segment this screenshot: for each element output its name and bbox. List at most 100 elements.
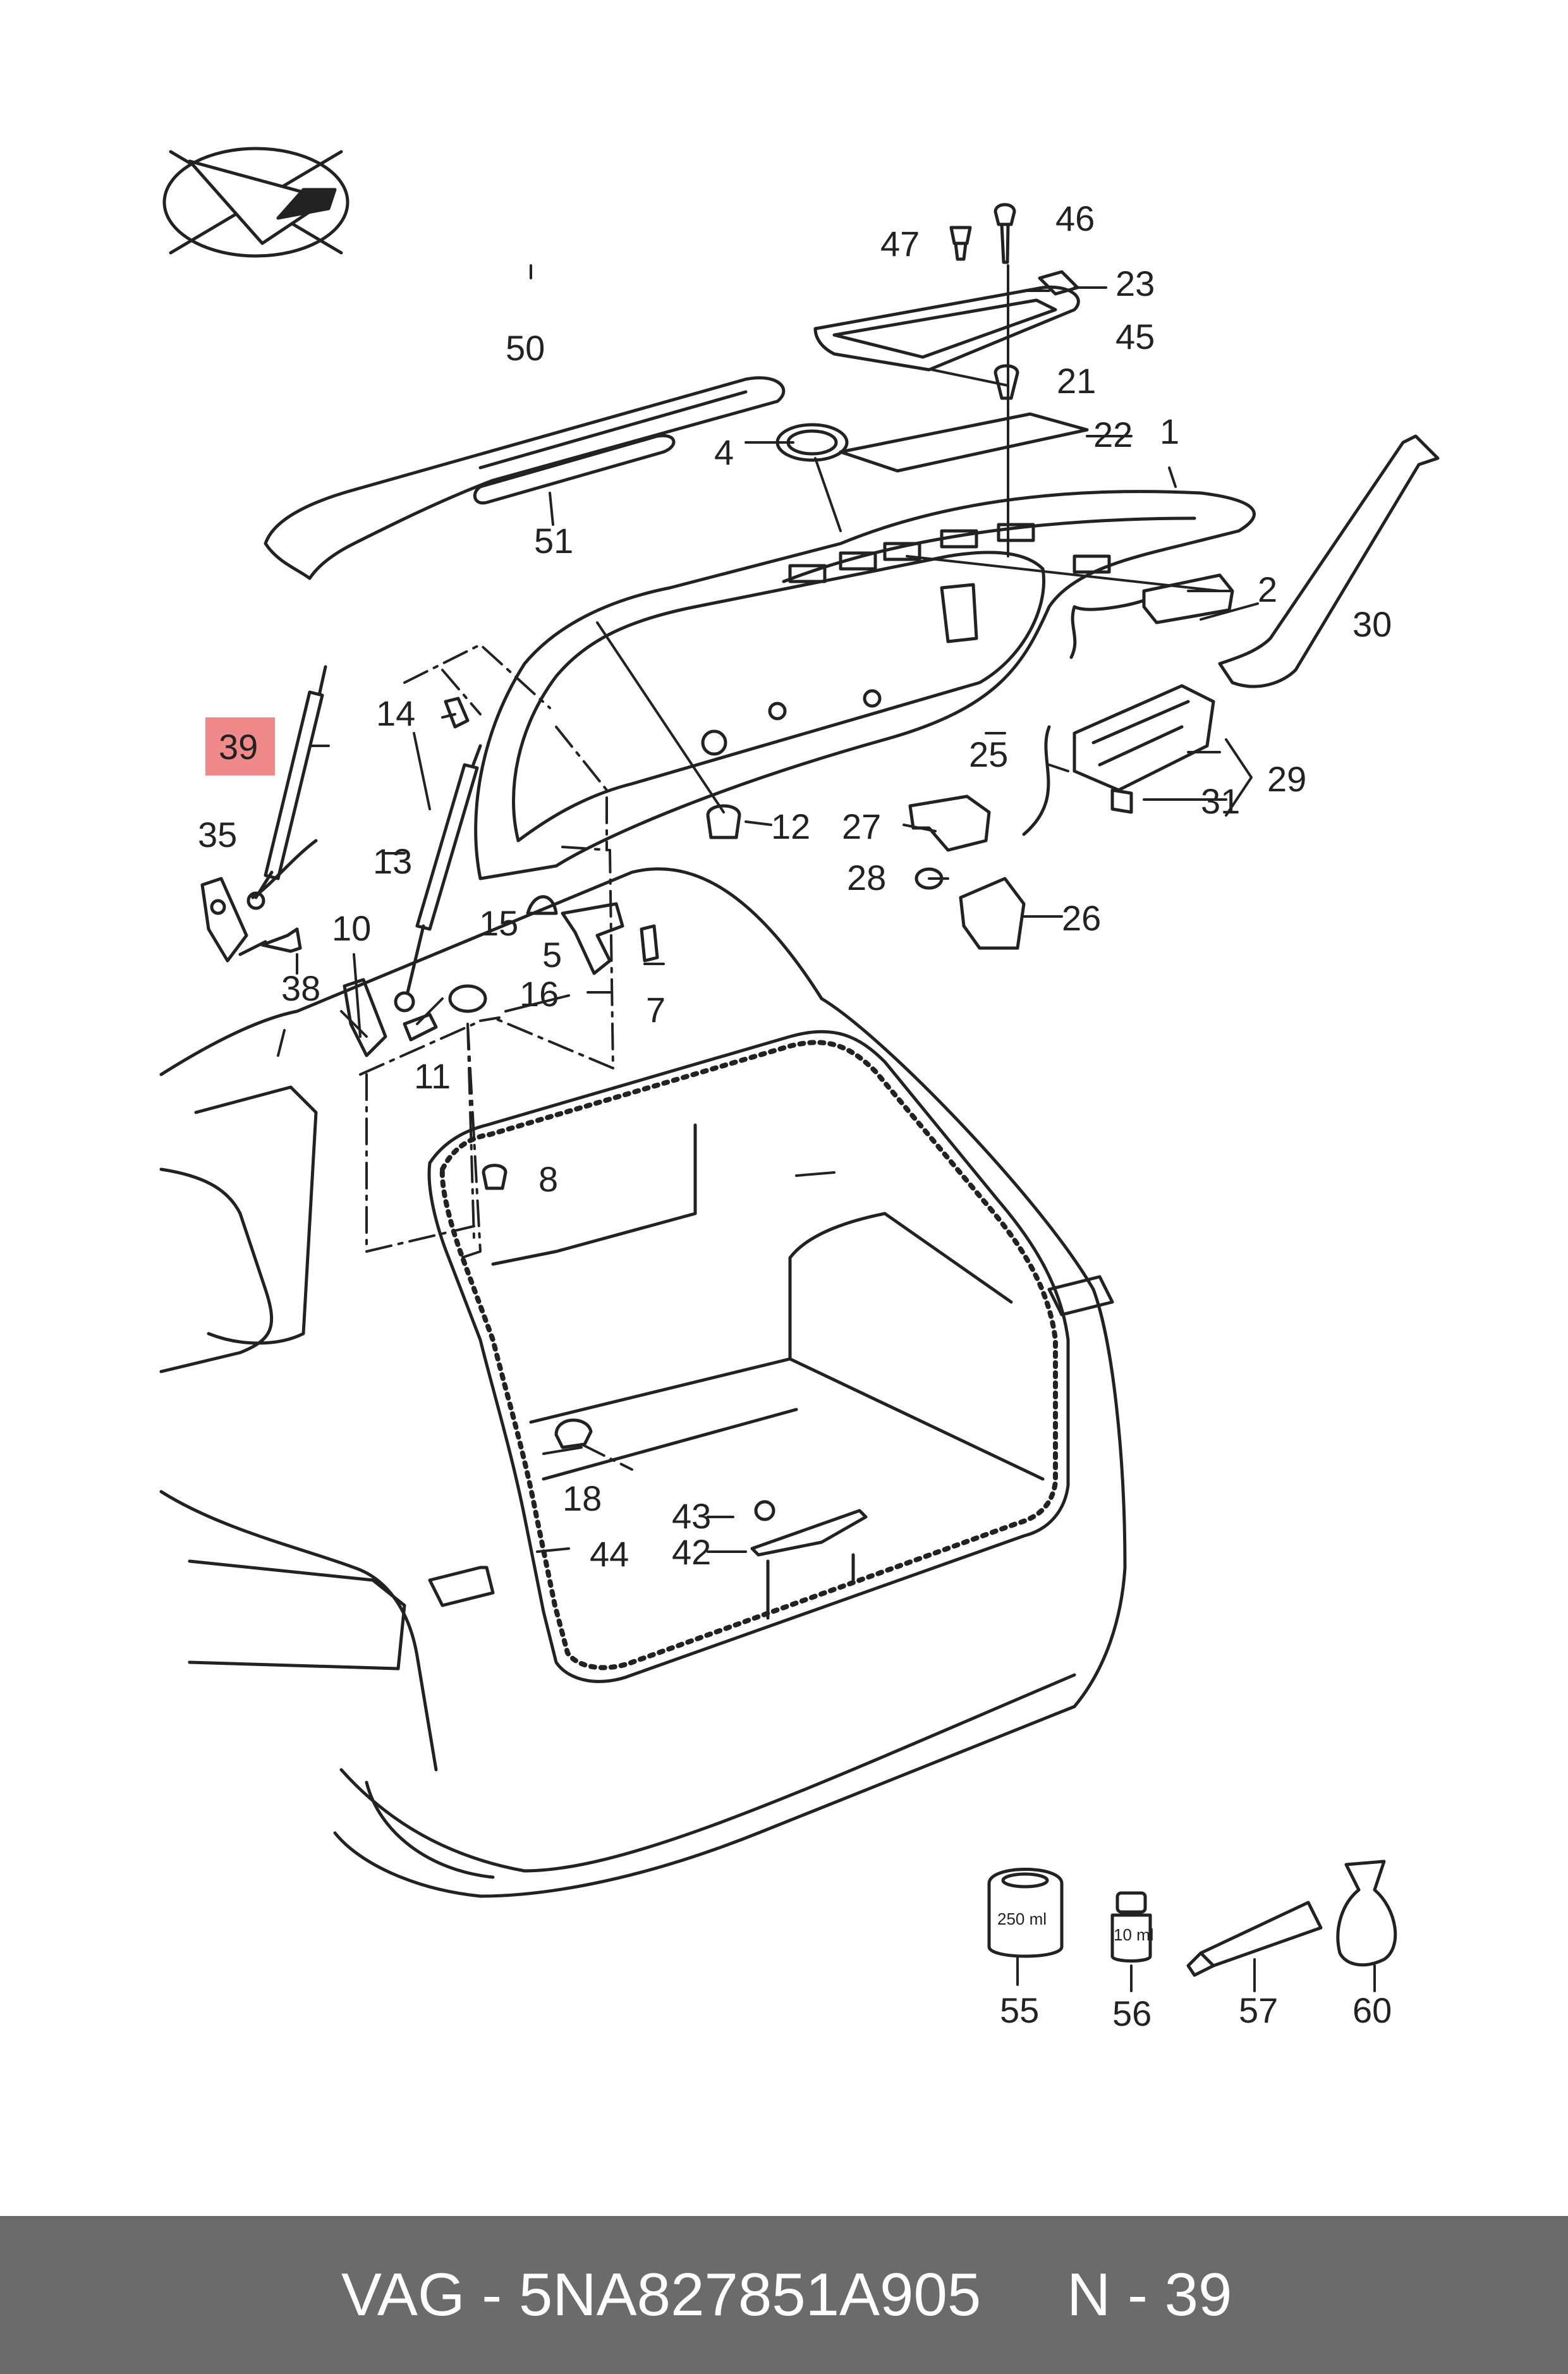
callout-35: 35 xyxy=(198,815,237,855)
trim-strip-30 xyxy=(1218,434,1440,688)
callout-22: 22 xyxy=(1093,415,1133,454)
callout-30: 30 xyxy=(1352,604,1392,644)
buffer-15 xyxy=(526,895,558,915)
footer-reference: N - 39 xyxy=(1067,2261,1232,2328)
leader-lines xyxy=(277,264,1376,1992)
callout-15: 15 xyxy=(479,903,518,943)
ball-stud-14 xyxy=(444,697,470,729)
control-module-2 xyxy=(1142,573,1234,624)
bracket-hole xyxy=(210,899,226,915)
callout-16: 16 xyxy=(520,974,559,1014)
module-wire xyxy=(1069,599,1146,659)
callout-25: 25 xyxy=(969,734,1008,774)
highlight-box xyxy=(205,717,275,776)
callout-14: 14 xyxy=(376,693,415,733)
tailgate-hole xyxy=(863,689,882,708)
motor-detail xyxy=(1091,700,1190,767)
gas-strut-39 xyxy=(246,665,327,910)
badge-inner xyxy=(786,429,838,456)
tailgate-hole xyxy=(768,702,787,721)
hinge-5 xyxy=(561,902,624,975)
high-mount-brake-light xyxy=(473,434,676,505)
callout-31: 31 xyxy=(1201,781,1240,821)
seal-strip-22 xyxy=(839,412,1089,473)
cargo-opening xyxy=(427,1030,1070,1683)
nut-43 xyxy=(754,1500,775,1521)
tailgate-slot xyxy=(883,542,921,561)
bottle-250ml-label: 250 ml xyxy=(997,1909,1047,1928)
buffer-18 xyxy=(554,1418,593,1449)
callout-10: 10 xyxy=(332,908,371,948)
tailgate-inner-window xyxy=(512,551,1045,843)
sensor-31 xyxy=(1110,788,1133,814)
tailgate-hole xyxy=(701,729,727,756)
callout-28: 28 xyxy=(847,858,886,898)
trim-plate-inner xyxy=(832,298,1057,359)
tailgate-slot xyxy=(997,523,1035,542)
callout-43: 43 xyxy=(672,1496,711,1536)
callout-50: 50 xyxy=(506,328,545,368)
callout-51: 51 xyxy=(534,521,573,561)
callout-27: 27 xyxy=(842,807,881,846)
callout-38: 38 xyxy=(281,968,320,1008)
callout-42: 42 xyxy=(672,1532,711,1572)
bolt-7 xyxy=(640,924,659,963)
callout-labels: 1 2 4 5 7 8 10 11 12 13 14 15 16 18 21 2… xyxy=(198,198,1392,2033)
tailgate-panel xyxy=(474,490,1256,880)
bag-60 xyxy=(1336,1860,1397,1967)
cable-25 xyxy=(1022,725,1051,836)
callout-26: 26 xyxy=(1062,898,1101,938)
callout-1: 1 xyxy=(1160,411,1179,451)
roof-spoiler xyxy=(264,376,786,580)
cap-16 xyxy=(448,984,487,1013)
footer-part-number: VAG - 5NA827851A905 xyxy=(341,2261,982,2328)
switch-12 xyxy=(706,804,741,839)
callout-39: 39 xyxy=(219,727,258,767)
nut-8 xyxy=(482,1164,507,1190)
callout-12: 12 xyxy=(771,807,810,846)
tailgate-slot xyxy=(788,564,827,583)
callout-46: 46 xyxy=(1055,198,1095,238)
callout-7: 7 xyxy=(646,990,665,1030)
weatherstrip-44 xyxy=(439,1040,1058,1671)
callout-5: 5 xyxy=(542,935,562,975)
washer-28 xyxy=(915,867,944,890)
tailgate-slot xyxy=(940,529,978,549)
callout-47: 47 xyxy=(880,224,920,264)
callout-56: 56 xyxy=(1112,1994,1152,2033)
tailgate-upper-edge xyxy=(782,516,1196,583)
lock-27 xyxy=(908,794,991,852)
callout-18: 18 xyxy=(562,1478,602,1518)
tailgate-slot xyxy=(1073,554,1111,574)
callout-55: 55 xyxy=(1000,1990,1039,2030)
bracket-10 xyxy=(343,978,387,1057)
tailgate-slot xyxy=(839,551,877,571)
striker-stud xyxy=(766,1553,855,1620)
car-body-outline xyxy=(159,867,1127,1898)
tailgate-lock-recess xyxy=(940,583,978,643)
callout-45: 45 xyxy=(1115,317,1155,356)
callout-2: 2 xyxy=(1258,569,1277,609)
cargo-floor xyxy=(491,1123,1045,1481)
striker-cover-26 xyxy=(959,877,1026,950)
clip-47 xyxy=(949,226,972,261)
callout-11: 11 xyxy=(414,1056,451,1096)
callout-4: 4 xyxy=(714,432,734,472)
gas-strut-13 xyxy=(394,744,482,1013)
callout-23: 23 xyxy=(1115,264,1155,303)
callout-8: 8 xyxy=(538,1159,558,1199)
callout-60: 60 xyxy=(1352,1990,1392,2030)
clip-21 xyxy=(994,364,1019,400)
spoiler-edge xyxy=(478,390,748,470)
callout-13: 13 xyxy=(373,841,412,881)
fluid-bottle-56 xyxy=(1110,1891,1152,1963)
striker-42 xyxy=(750,1509,868,1557)
callout-21: 21 xyxy=(1057,361,1096,401)
bolt-38 xyxy=(238,927,302,956)
license-trim-plate xyxy=(813,285,1080,372)
bracket-35 xyxy=(200,877,248,963)
clip-46 xyxy=(994,203,1016,264)
footer-bar xyxy=(0,2216,1568,2374)
callout-44: 44 xyxy=(590,1534,629,1574)
